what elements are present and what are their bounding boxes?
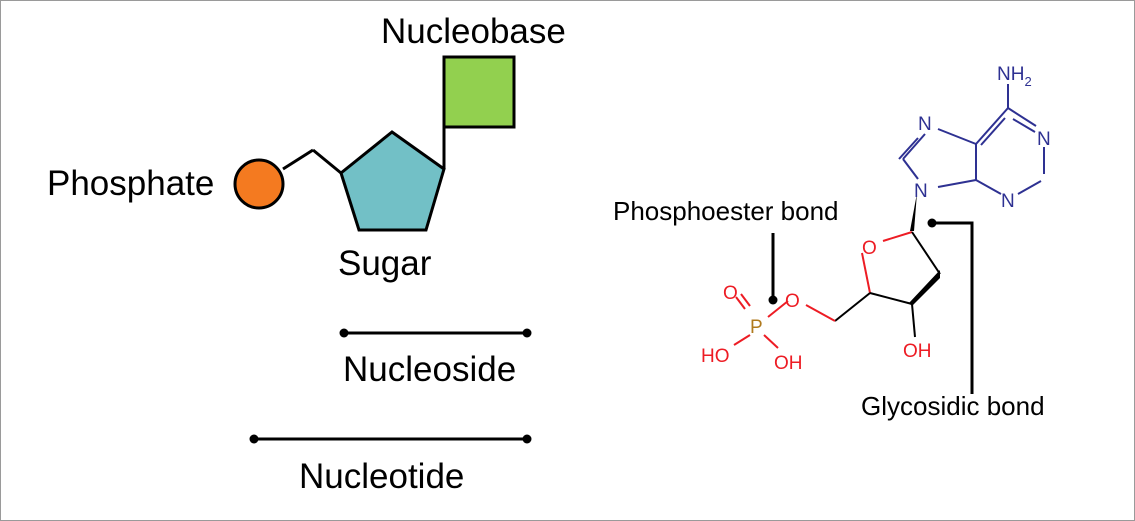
nucleotide-bracket-start [249, 434, 259, 444]
phosphate-ho-left-atom: HO [701, 346, 730, 367]
nucleoside-span [339, 328, 532, 338]
nh2-atom: NH2 [997, 64, 1032, 89]
phosphate-sugar-link [282, 148, 314, 171]
ester-oxygen-atom: O [785, 291, 800, 312]
sugar-label: Sugar [338, 244, 432, 283]
nucleoside-bracket-end [522, 328, 532, 338]
pyrimidine-n-right-atom: N [1037, 129, 1051, 150]
phosphate-oh-right-atom: OH [774, 353, 803, 374]
glycosidic-n-atom: N [914, 181, 928, 202]
phosphorus-atom: P [750, 317, 763, 338]
nucleobase-label: Nucleobase [381, 12, 566, 51]
sugar-shape [339, 130, 446, 232]
pyrimidine-n-bottom-atom: N [1001, 191, 1015, 212]
glycosidic-callout-dot [927, 218, 937, 228]
bond-callouts [768, 218, 974, 394]
phosphate-sugar-link-2 [312, 148, 342, 175]
nucleoside-label: Nucleoside [343, 350, 516, 389]
sugar-hydroxyl-atom: OH [903, 341, 932, 362]
phosphate-label: Phosphate [47, 164, 214, 203]
phosphoester-callout-dot [768, 295, 778, 305]
phosphate-group-bonds [733, 293, 789, 349]
double-bond-oxygen-atom: O [723, 283, 738, 304]
sugar-ring-bonds [805, 193, 941, 338]
glycosidic-callout-line [932, 221, 974, 394]
phosphate-shape [233, 158, 285, 210]
nucleotide-label: Nucleotide [299, 457, 464, 496]
nucleobase-shape [442, 55, 516, 129]
imidazole-n-top-atom: N [918, 114, 932, 135]
nucleotide-bracket-end [522, 434, 532, 444]
nucleotide-span [249, 434, 532, 444]
phosphoester-bond-label: Phosphoester bond [613, 196, 839, 226]
nucleoside-bracket-start [339, 328, 349, 338]
adenine-bonds [898, 84, 1045, 195]
glycosidic-bond-label: Glycosidic bond [861, 391, 1045, 421]
ring-oxygen-atom: O [862, 238, 877, 259]
